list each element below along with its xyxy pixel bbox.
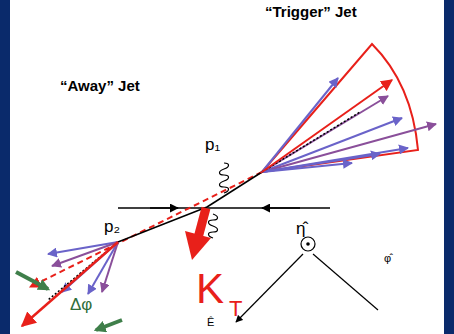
momentum-label: p₁ <box>205 136 220 155</box>
jet-cone <box>262 44 418 172</box>
back-to-back-axis <box>30 172 262 287</box>
jet-title: “Away” Jet <box>60 78 140 95</box>
parton-lines <box>118 172 262 242</box>
gluon-line <box>209 214 218 238</box>
angle-arrows <box>16 272 122 330</box>
jet-particles <box>262 78 436 172</box>
momentum-label: p₂ <box>104 218 120 237</box>
kt-subscript: T <box>229 297 242 321</box>
frame-band <box>0 0 10 334</box>
coordinate-axes <box>236 237 378 322</box>
beam-lines <box>118 208 330 209</box>
kt-arrow <box>185 208 211 260</box>
kt-symbol: K <box>196 266 224 312</box>
gluon-line <box>220 163 229 193</box>
axis-label: Ê <box>207 316 214 328</box>
axis-label: η̂ <box>296 220 305 239</box>
angle-label: Δφ <box>70 296 92 315</box>
jet-title: “Trigger” Jet <box>265 4 357 21</box>
axis-label: φ̂ <box>384 252 391 264</box>
frame-band <box>444 0 454 334</box>
